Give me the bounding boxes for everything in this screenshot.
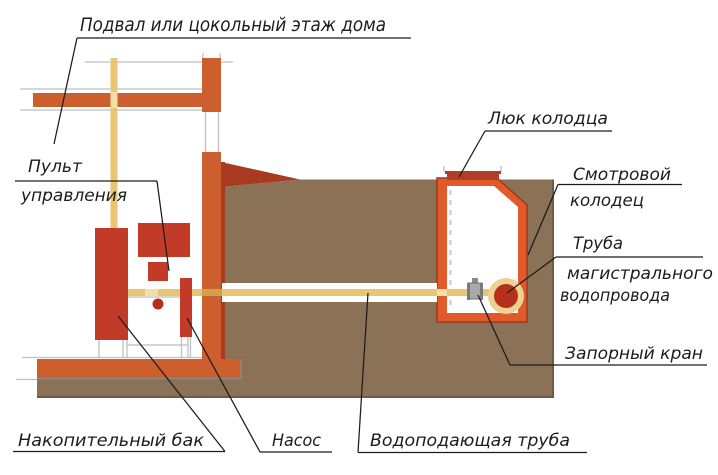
basement-floor-slab bbox=[37, 359, 241, 378]
inspection-well-leader-line bbox=[527, 184, 559, 256]
main-pipe-label-line3: водопровода bbox=[560, 286, 670, 306]
callout-well-hatch: Люк колодца bbox=[458, 109, 612, 178]
basement-leader-line bbox=[53, 37, 78, 145]
callout-shutoff-valve: Запорный кран bbox=[477, 294, 707, 366]
valve-flange-right bbox=[480, 283, 483, 300]
callout-inspection-well: Смотровой колодец bbox=[527, 165, 682, 256]
inspection-well-label-line1: Смотровой bbox=[573, 165, 671, 185]
house-wall-upper bbox=[202, 58, 221, 112]
supply-pipe bbox=[128, 289, 490, 296]
riser-pipe bbox=[110, 58, 118, 228]
main-pipe-leader-line bbox=[506, 256, 557, 294]
control-panel-box bbox=[148, 262, 168, 281]
inspection-well-label-line2: колодец bbox=[570, 191, 644, 211]
control-cabinet bbox=[138, 223, 190, 257]
supply-pipe-leader-line bbox=[357, 292, 369, 453]
house-structure bbox=[33, 58, 242, 380]
callout-main-pipe: Труба магистрального водопровода bbox=[506, 234, 713, 306]
well-hatch-leader-line bbox=[458, 130, 486, 178]
pressure-gauge bbox=[152, 298, 164, 310]
wall-shadow-strip bbox=[218, 162, 225, 359]
supply-pipe-highlight bbox=[145, 289, 158, 296]
pump bbox=[180, 278, 192, 337]
supply-pipe-well-crossing bbox=[437, 289, 447, 296]
main-pipe-label-line1: Труба bbox=[573, 234, 623, 254]
basement-label: Подвал или цокольный этаж дома bbox=[80, 14, 386, 36]
shutoff-valve-label: Запорный кран bbox=[565, 344, 703, 364]
storage-tank-label: Накопительный бак bbox=[18, 431, 205, 451]
callout-supply-pipe: Водоподающая труба bbox=[357, 292, 587, 454]
control-panel-leader-line bbox=[156, 180, 170, 272]
well-hatch bbox=[447, 172, 499, 180]
supply-pipe-wall-crossing bbox=[202, 289, 222, 296]
pipes bbox=[110, 58, 490, 302]
callouts: Подвал или цокольный этаж дома Пульт упр… bbox=[13, 14, 713, 454]
ground-wedge bbox=[221, 162, 300, 187]
pump-leader-line bbox=[186, 317, 261, 453]
pump-label: Насос bbox=[272, 431, 322, 451]
callout-pump: Насос bbox=[186, 317, 332, 453]
riser-pipe-slab-crossing bbox=[110, 92, 118, 108]
shutoff-valve-icon bbox=[467, 282, 483, 300]
callout-storage-tank: Накопительный бак bbox=[13, 315, 226, 453]
earth-edge-shadow bbox=[37, 179, 554, 398]
house-wall-lower bbox=[202, 152, 221, 359]
valve-stem-icon bbox=[472, 278, 478, 285]
callout-basement: Подвал или цокольный этаж дома bbox=[53, 14, 411, 145]
control-panel-label-line1: Пульт bbox=[28, 157, 83, 177]
main-pipe-label-line2: магистрального bbox=[567, 264, 713, 284]
supply-pipe-label: Водоподающая труба bbox=[370, 431, 570, 451]
shutoff-valve-leader-line bbox=[477, 294, 511, 366]
well-hatch-label: Люк колодца bbox=[487, 109, 608, 129]
storage-tank-leader-line bbox=[117, 315, 226, 452]
control-panel-label-line2: управления bbox=[20, 186, 127, 206]
valve-flange-left bbox=[467, 283, 470, 300]
callout-control-panel: Пульт управления bbox=[15, 157, 170, 272]
floor-slab-outline bbox=[37, 359, 242, 380]
